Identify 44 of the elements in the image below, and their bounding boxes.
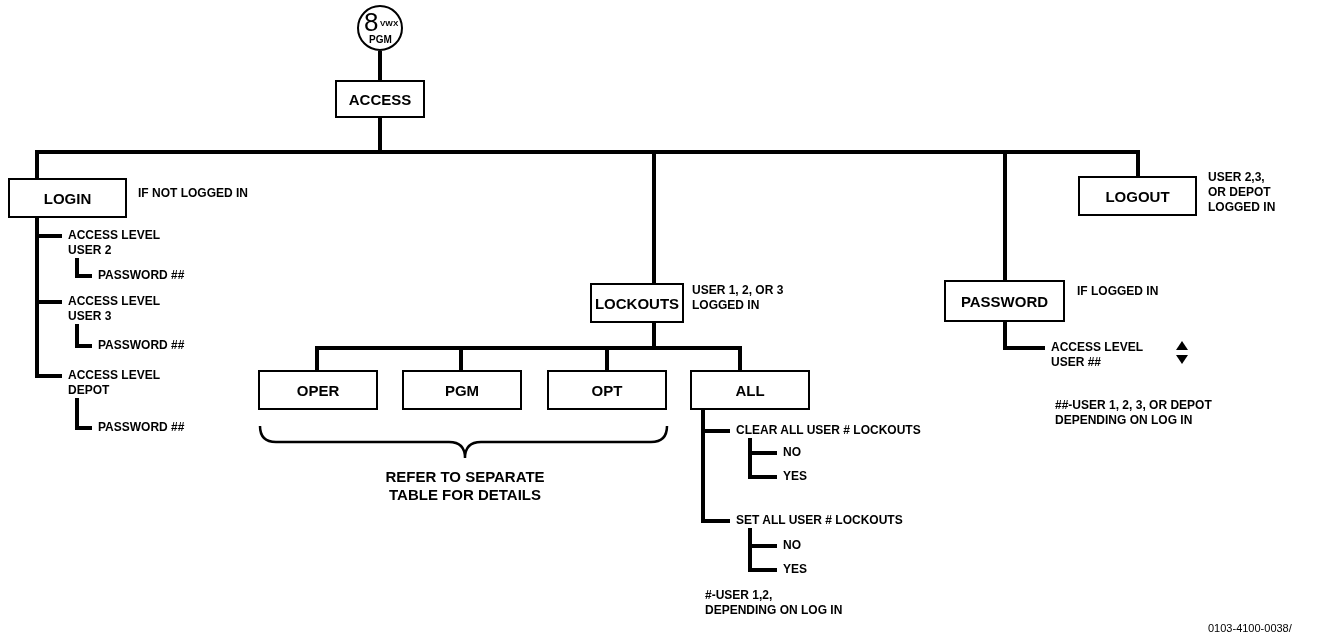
menu-box: ACCESS <box>335 80 425 118</box>
menu-item-text: NO <box>777 445 817 460</box>
condition-note: USER 2,3, OR DEPOT LOGGED IN <box>1208 170 1277 215</box>
connector-line <box>378 51 382 80</box>
menu-item-text: PASSWORD ## <box>92 268 202 283</box>
connector-line <box>75 398 92 430</box>
menu-item-text: ACCESS LEVEL USER 3 <box>62 294 168 324</box>
menu-box: ALL <box>690 370 810 410</box>
menu-item-text: PASSWORD ## <box>92 420 202 435</box>
footnote: ##-USER 1, 2, 3, OR DEPOT DEPENDING ON LOG IN <box>1055 398 1213 428</box>
menu-box: PASSWORD <box>944 280 1065 322</box>
figure-number: 0103-4100-0038/ <box>1208 622 1293 635</box>
menu-item-text: YES <box>777 469 821 484</box>
menu-box: OPT <box>547 370 667 410</box>
menu-box: LOGOUT <box>1078 176 1197 216</box>
mode-label: PGM <box>369 35 392 45</box>
connector-line <box>75 258 92 278</box>
menu-item-text: PASSWORD ## <box>92 338 202 353</box>
menu-box: OPER <box>258 370 378 410</box>
digit-label: 8 <box>364 9 379 35</box>
condition-note: IF NOT LOGGED IN <box>138 186 249 201</box>
menu-item-text: CLEAR ALL USER # LOCKOUTS <box>730 423 950 438</box>
condition-note: IF LOGGED IN <box>1077 284 1160 299</box>
menu-box: LOCKOUTS <box>590 283 684 323</box>
mode-label: VWX <box>380 20 399 28</box>
footnote: #-USER 1,2, DEPENDING ON LOG IN <box>705 588 844 618</box>
connector-line <box>748 438 777 479</box>
connector-line <box>748 528 777 572</box>
menu-item-text: ACCESS LEVEL USER ## <box>1051 340 1144 370</box>
menu-item-text: NO <box>777 538 817 553</box>
menu-item-text: ACCESS LEVEL DEPOT <box>62 368 168 398</box>
connector-line <box>35 218 62 378</box>
menu-item-text: ACCESS LEVEL USER 2 <box>62 228 168 258</box>
connector-line <box>1003 322 1045 350</box>
menu-box: PGM <box>402 370 522 410</box>
connector-line <box>75 324 92 348</box>
circle-node <box>357 5 403 51</box>
connector-line <box>701 410 730 523</box>
menu-item-text: YES <box>777 562 821 577</box>
condition-note: USER 1, 2, OR 3 LOGGED IN <box>692 283 785 313</box>
reference-note: REFER TO SEPARATE TABLE FOR DETAILS <box>384 468 546 504</box>
menu-item-text: SET ALL USER # LOCKOUTS <box>730 513 940 528</box>
menu-box: LOGIN <box>8 178 127 218</box>
connector-line <box>652 323 742 370</box>
